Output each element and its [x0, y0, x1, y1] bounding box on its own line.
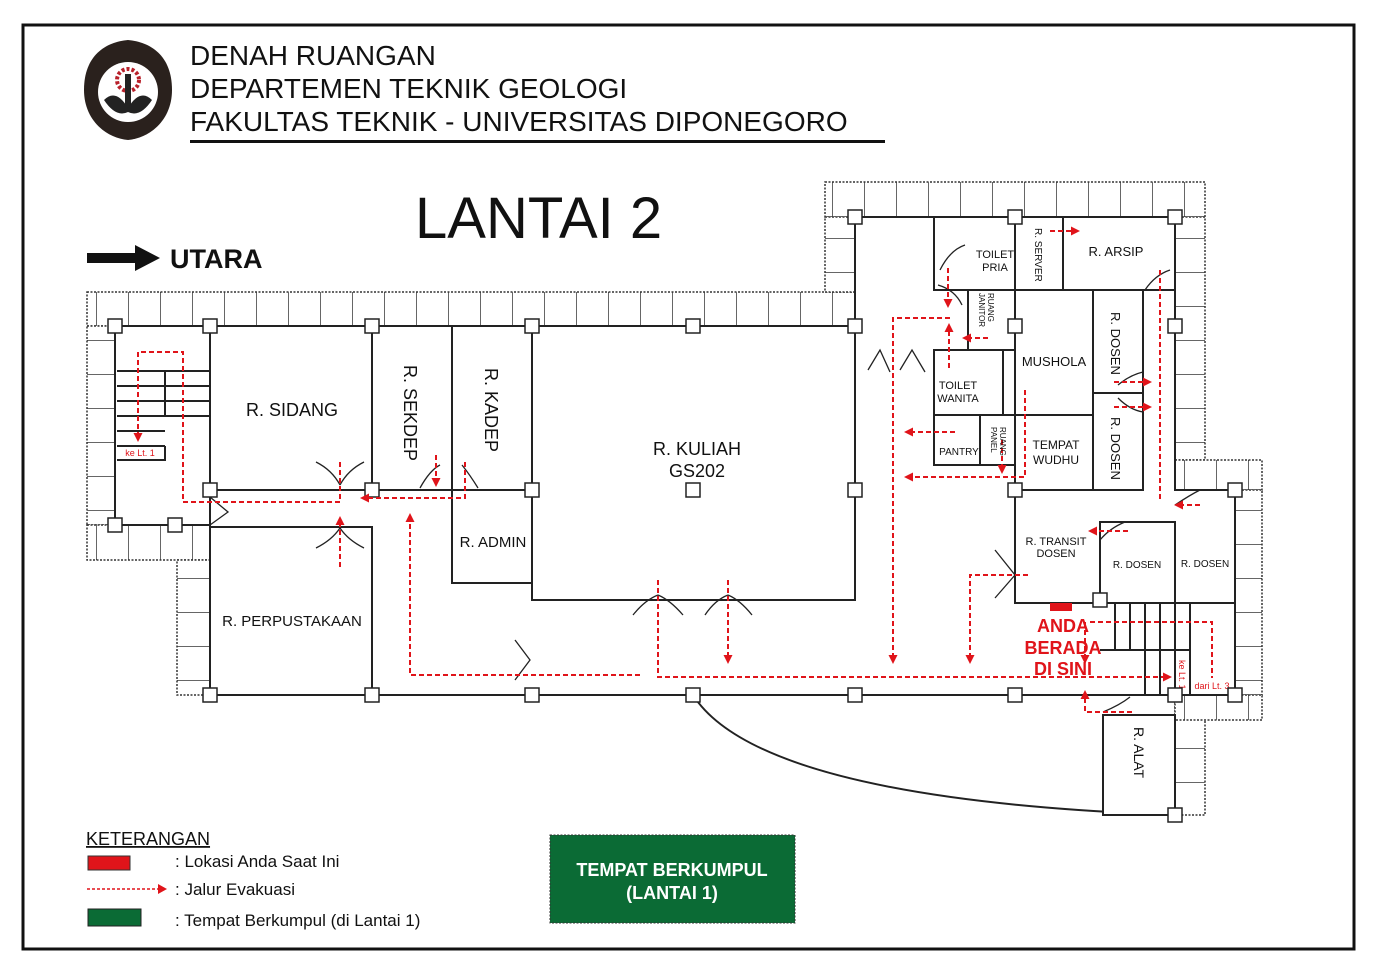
column [1167, 687, 1183, 703]
title-line-3: FAKULTAS TEKNIK - UNIVERSITAS DIPONEGORO [190, 106, 848, 137]
room-transit-2: DOSEN [1036, 548, 1075, 560]
title-underline [190, 140, 885, 143]
room-dosen-a: R. DOSEN [1108, 312, 1123, 375]
balcony-ledges [86, 181, 1263, 816]
stairs-right-up-label: dari Lt. 3 [1194, 681, 1229, 691]
room-dosen-c: R. DOSEN [1113, 560, 1161, 571]
column [1227, 482, 1243, 498]
location-marker-icon [87, 855, 131, 871]
column [364, 318, 380, 334]
you-are-here-line-1: ANDA [1037, 616, 1089, 636]
room-dosen-b: R. DOSEN [1108, 417, 1123, 480]
column [107, 517, 123, 533]
room-kuliah-code: GS202 [669, 461, 725, 481]
column [202, 482, 218, 498]
room-mushola: MUSHOLA [1022, 354, 1087, 369]
room-server: R. SERVER [1032, 228, 1043, 282]
room-panel: RUANG [998, 427, 1007, 456]
title-line-2: DEPARTEMEN TEKNIK GEOLOGI [190, 73, 627, 104]
column [1007, 482, 1023, 498]
column [685, 687, 701, 703]
assembly-line-1: TEMPAT BERKUMPUL [576, 860, 767, 880]
evacuation-routes [133, 226, 1213, 713]
legend-item-evacuation: : Jalur Evakuasi [175, 880, 295, 899]
building-walls [114, 216, 1236, 816]
column [1092, 592, 1108, 608]
assembly-point-icon [87, 908, 142, 927]
column [847, 318, 863, 334]
column [847, 482, 863, 498]
evacuation-arrow-icon [87, 884, 167, 894]
room-janitor-2: JANITOR [977, 293, 986, 327]
column [1167, 807, 1183, 823]
room-wudhu: TEMPAT [1033, 438, 1081, 452]
you-are-here-line-3: DI SINI [1034, 659, 1092, 679]
stairs-right [1100, 603, 1191, 695]
room-arsip: R. ARSIP [1089, 244, 1144, 259]
stairs-left [117, 370, 210, 461]
stairs-left-label: ke Lt. 1 [125, 448, 155, 458]
room-toilet-pria-2: PRIA [982, 262, 1008, 274]
title-line-1: DENAH RUANGAN [190, 40, 436, 71]
legend-item-assembly: : Tempat Berkumpul (di Lantai 1) [175, 911, 420, 930]
column [202, 318, 218, 334]
you-are-here-label: ANDA BERADA DI SINI [1024, 616, 1101, 679]
column [847, 209, 863, 225]
arrow-right-icon [87, 245, 160, 271]
column [685, 318, 701, 334]
column [685, 482, 701, 498]
legend-item-location: : Lokasi Anda Saat Ini [175, 852, 339, 871]
doors [209, 244, 1201, 713]
column [364, 482, 380, 498]
column [107, 318, 123, 334]
room-panel-2: PANEL [989, 427, 998, 453]
floor-title: LANTAI 2 [415, 186, 662, 251]
legend: KETERANGAN : Lokasi Anda Saat Ini : Jalu… [86, 829, 420, 930]
assembly-point-box: TEMPAT BERKUMPUL (LANTAI 1) [549, 834, 796, 924]
room-dosen-d: R. DOSEN [1181, 559, 1229, 570]
room-transit: R. TRANSIT [1026, 536, 1087, 548]
column [1007, 209, 1023, 225]
room-janitor: RUANG [986, 293, 995, 322]
north-label: UTARA [170, 244, 262, 274]
column [364, 687, 380, 703]
page-border [21, 23, 1356, 951]
room-pantry: PANTRY [939, 447, 979, 458]
room-admin: R. ADMIN [460, 534, 527, 551]
column [847, 687, 863, 703]
assembly-line-2: (LANTAI 1) [626, 883, 718, 903]
column [1167, 318, 1183, 334]
room-sidang: R. SIDANG [246, 400, 338, 420]
structural-columns [107, 209, 1243, 823]
column [1007, 318, 1023, 334]
column [167, 517, 183, 533]
room-sekdep: R. SEKDEP [400, 365, 420, 461]
you-are-here-line-2: BERADA [1024, 638, 1101, 658]
room-alat: R. ALAT [1131, 727, 1147, 779]
column [1007, 687, 1023, 703]
legend-title: KETERANGAN [86, 829, 210, 849]
column [1167, 209, 1183, 225]
room-wudhu-2: WUDHU [1033, 453, 1079, 467]
room-toilet-wanita: TOILET [939, 380, 978, 392]
you-are-here-marker [1050, 603, 1072, 611]
column [524, 482, 540, 498]
room-toilet-pria: TOILET [976, 249, 1015, 261]
room-perpustakaan: R. PERPUSTAKAAN [222, 613, 362, 630]
column [524, 318, 540, 334]
column [202, 687, 218, 703]
column [524, 687, 540, 703]
room-toilet-wanita-2: WANITA [937, 393, 979, 405]
room-labels: R. SIDANG R. SEKDEP R. KADEP R. ADMIN R.… [222, 228, 1229, 779]
university-logo [84, 40, 172, 140]
stairs-right-down-label: ke Lt. 1 [1177, 660, 1187, 690]
column [1227, 687, 1243, 703]
room-kadep: R. KADEP [481, 368, 501, 452]
room-kuliah: R. KULIAH [653, 439, 741, 459]
